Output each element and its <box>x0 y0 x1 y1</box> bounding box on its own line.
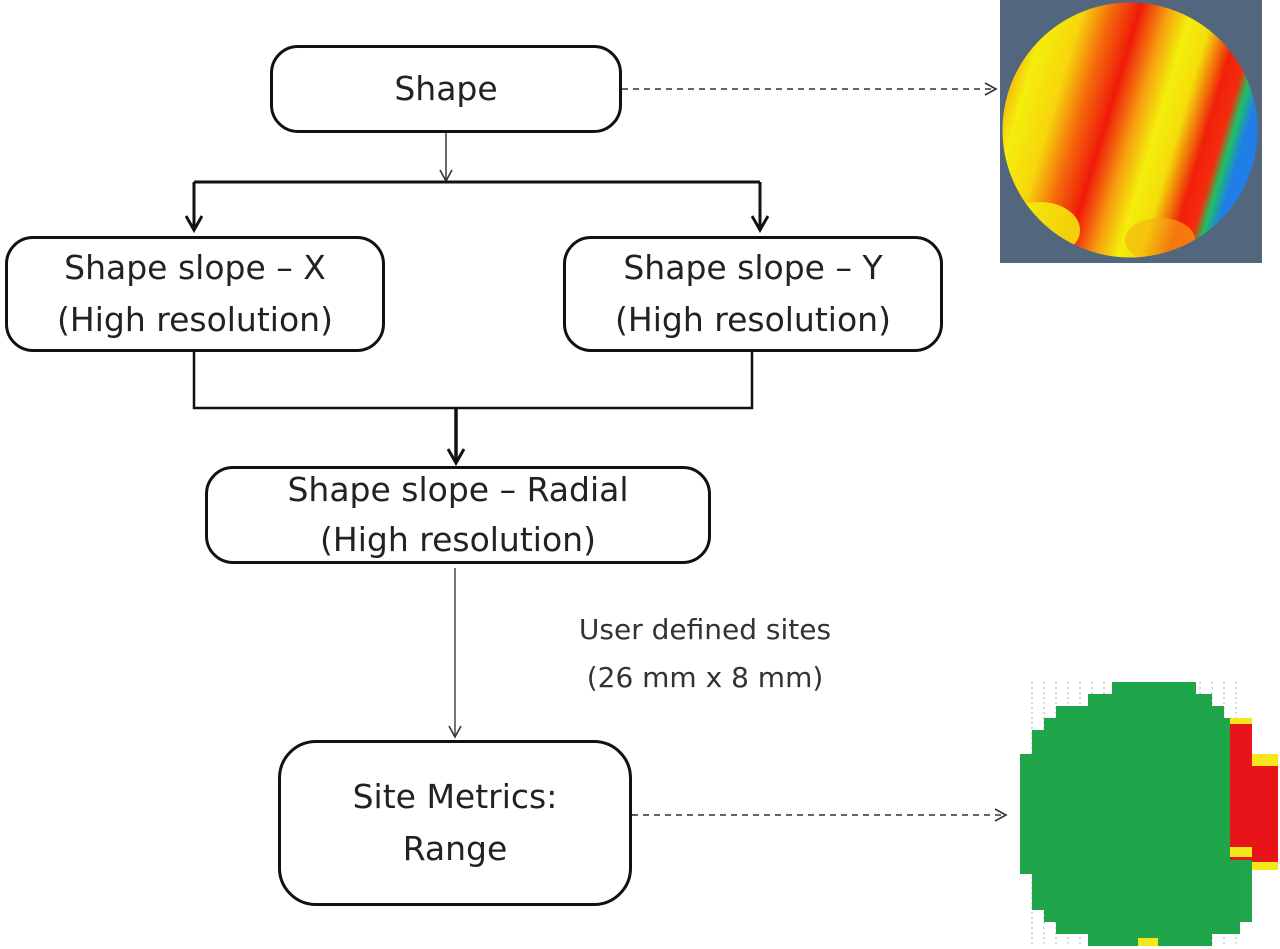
edge-label-line1: User defined sites <box>578 613 832 646</box>
node-radial-subtitle: (High resolution) <box>320 520 596 559</box>
node-shape-slope-y: Shape slope – Y (High resolution) <box>563 236 943 352</box>
site-map-yellow-site-4 <box>1252 862 1278 870</box>
wafer-shape-map <box>1000 0 1262 263</box>
node-slope-y-title: Shape slope – Y <box>623 248 883 287</box>
node-slope-x-subtitle: (High resolution) <box>57 300 333 339</box>
node-shape-slope-radial: Shape slope – Radial (High resolution) <box>205 466 711 564</box>
node-shape-slope-x: Shape slope – X (High resolution) <box>5 236 385 352</box>
edge-label-line2: (26 mm x 8 mm) <box>586 661 824 694</box>
node-site-metrics: Site Metrics: Range <box>278 740 632 906</box>
node-slope-x-title: Shape slope – X <box>64 248 326 287</box>
site-map-yellow-site-1 <box>1230 718 1252 724</box>
node-slope-y-subtitle: (High resolution) <box>615 300 891 339</box>
site-map-yellow-site-2 <box>1252 754 1278 766</box>
node-site-metrics-subtitle: Range <box>402 829 508 868</box>
site-map-yellow-site-5 <box>1138 938 1158 946</box>
site-map-red-column-2 <box>1252 766 1278 870</box>
wafer-shape-edge <box>1001 1 1259 259</box>
site-map-red-column-1 <box>1230 722 1252 860</box>
connector-merge <box>192 352 754 410</box>
wafer-site-map <box>1020 682 1278 946</box>
node-shape-label: Shape <box>394 69 498 108</box>
node-site-metrics-title: Site Metrics: <box>352 777 558 816</box>
site-map-green-area <box>1020 682 1252 946</box>
edge-label-sites: User defined sites (26 mm x 8 mm) <box>540 606 870 702</box>
node-shape: Shape <box>270 45 622 133</box>
site-map-yellow-site-3 <box>1230 847 1252 857</box>
node-radial-title: Shape slope – Radial <box>287 470 629 509</box>
